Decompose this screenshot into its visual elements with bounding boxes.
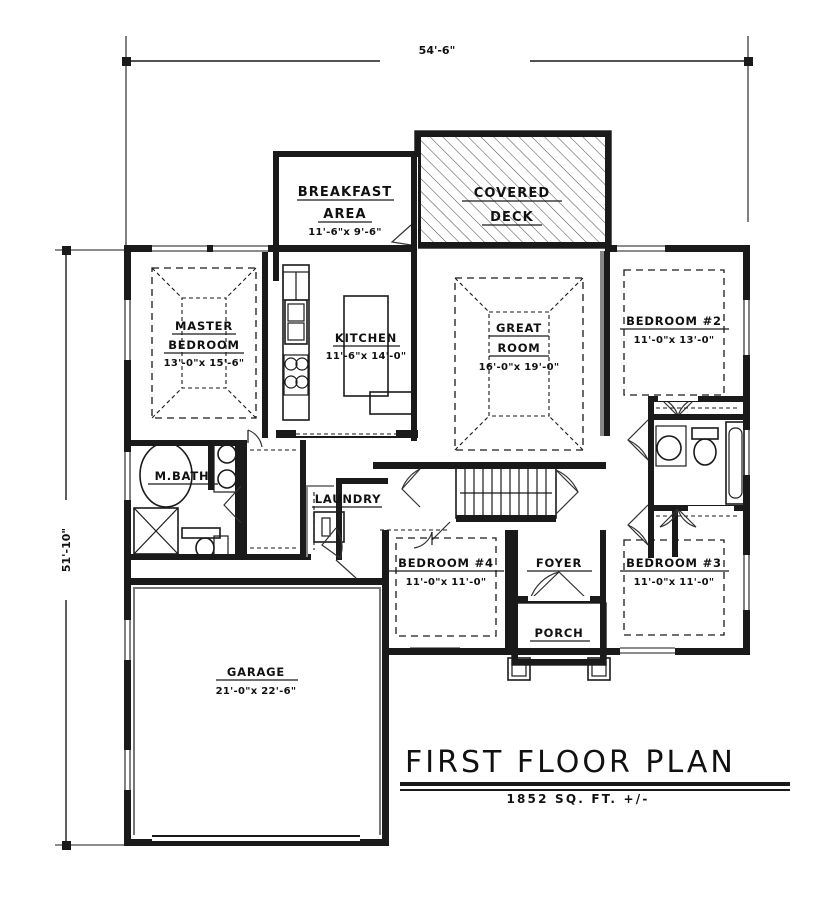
room-porch: PORCH [507,602,611,681]
garage-size: 21'-0"x 22'-6" [216,686,297,697]
room-kitchen: KITCHEN 11'-6"x 14'-0" [276,251,418,441]
room-breakfast-area: BREAKFAST AREA 11'-6"x 9'-6" [273,151,418,281]
room-master-bedroom: MASTER BEDROOM 13'-0"x 15'-6" [151,252,268,448]
great-room-name-1: GREAT [496,321,542,335]
bedroom-4-size: 11'-0"x 11'-0" [406,577,487,588]
kitchen-cooktop [283,354,309,396]
room-great-room: GREAT ROOM 16'-0"x 19'-0" [454,251,610,451]
plan-area-label: 1852 SQ. FT. +/- [506,792,649,806]
bedroom-4-walls [382,530,512,655]
master-bedroom-size: 13'-0"x 15'-6" [164,358,245,369]
bedroom-3-size: 11'-0"x 11'-0" [634,577,715,588]
porch-name: PORCH [534,626,583,640]
breakfast-name-1: BREAKFAST [298,185,393,200]
great-room-size: 16'-0"x 19'-0" [479,362,560,373]
bedroom-4-ceiling [395,537,497,637]
covered-deck-name-1: COVERED [474,186,551,201]
room-bedroom-4: BEDROOM #4 11'-0"x 11'-0" [388,531,504,637]
room-covered-deck: COVERED DECK [414,130,612,249]
title-block: FIRST FLOOR PLAN 1852 SQ. FT. +/- [400,745,790,806]
bedroom-2-name: BEDROOM #2 [626,314,722,328]
breakfast-size: 11'-6"x 9'-6" [308,227,381,238]
bath-toilet [693,438,717,466]
porch-column-left [507,657,531,681]
breakfast-name-2: AREA [323,207,366,222]
room-master-bath: M.BATH [131,440,247,560]
master-bath-shower [133,507,179,555]
laundry-name: LAUNDRY [315,492,382,506]
dimension-overall-width: 54'-6" [122,36,753,250]
room-bedroom-2: BEDROOM #2 11'-0"x 13'-0" [620,269,744,417]
master-vanity-sink-1 [217,444,237,464]
kitchen-name: KITCHEN [335,331,397,345]
hall-closets [241,440,334,560]
bedroom-4-name: BEDROOM #4 [398,556,494,570]
laundry-appliance [313,511,345,543]
dimension-width-label: 54'-6" [419,44,456,57]
plan-title: FIRST FLOOR PLAN [405,745,736,780]
bedroom-2-ceiling [623,269,725,396]
bedroom-3-ceiling [623,539,725,636]
room-bedroom-3: BEDROOM #3 11'-0"x 11'-0" [620,505,744,636]
master-bedroom-name-1: MASTER [175,319,233,333]
master-tray-ceiling [151,267,257,419]
dimension-height-label: 51'-10" [60,528,73,572]
bath-sink [656,435,682,461]
kitchen-counter-run [282,264,310,421]
room-laundry: LAUNDRY [312,478,388,560]
foyer-name: FOYER [536,556,582,570]
room-garage: GARAGE 21'-0"x 22'-6" [216,559,357,697]
great-room-tray-ceiling [454,277,584,451]
title-rule-thick [400,782,790,786]
title-rule-thin [400,789,790,791]
master-bedroom-name-2: BEDROOM [168,338,240,352]
kitchen-sink [284,299,308,345]
room-foyer: FOYER [512,530,606,648]
master-bath-tub [139,442,193,508]
dimension-overall-height: 51'-10" [55,246,128,850]
garage-name: GARAGE [227,665,285,679]
covered-deck-name-2: DECK [490,210,534,225]
master-bath-name: M.BATH [155,469,210,483]
covered-deck-hatch [417,133,609,246]
master-vanity-sink-2 [217,469,237,489]
stairs [373,462,606,541]
bedroom-3-name: BEDROOM #3 [626,556,722,570]
porch-column-right [587,657,611,681]
bath-tub [725,421,745,505]
kitchen-size: 11'-6"x 14'-0" [326,351,407,362]
great-room-name-2: ROOM [497,341,540,355]
bedroom-2-size: 11'-0"x 13'-0" [634,335,715,346]
